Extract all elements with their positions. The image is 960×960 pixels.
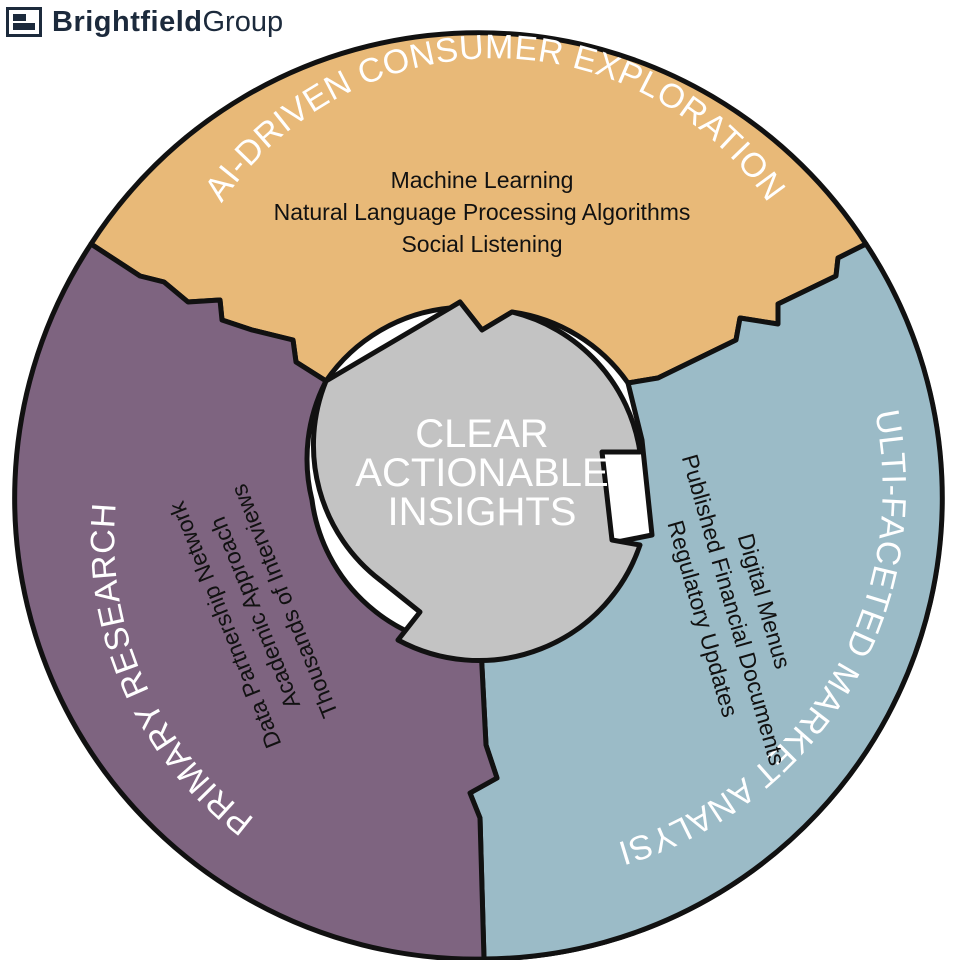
segment-primary-research xyxy=(12,241,500,960)
top-item-1: Machine Learning xyxy=(391,167,574,193)
top-items: Machine Learning Natural Language Proces… xyxy=(274,167,691,257)
top-item-3: Social Listening xyxy=(401,231,562,257)
center-disc xyxy=(310,299,643,664)
segment-ai-driven xyxy=(88,30,869,386)
brand-logo: Brightfield Group xyxy=(6,4,283,40)
center-line-1: CLEAR xyxy=(415,412,548,456)
logo-text-light: Group xyxy=(202,5,284,38)
center-label: CLEAR ACTIONABLE INSIGHTS xyxy=(355,412,608,534)
logo-mark-icon xyxy=(6,7,42,37)
center-line-2: ACTIONABLE xyxy=(355,451,608,495)
logo-text-bold: Brightfield xyxy=(52,5,203,38)
center-line-3: INSIGHTS xyxy=(388,490,577,534)
top-item-2: Natural Language Processing Algorithms xyxy=(274,199,691,225)
